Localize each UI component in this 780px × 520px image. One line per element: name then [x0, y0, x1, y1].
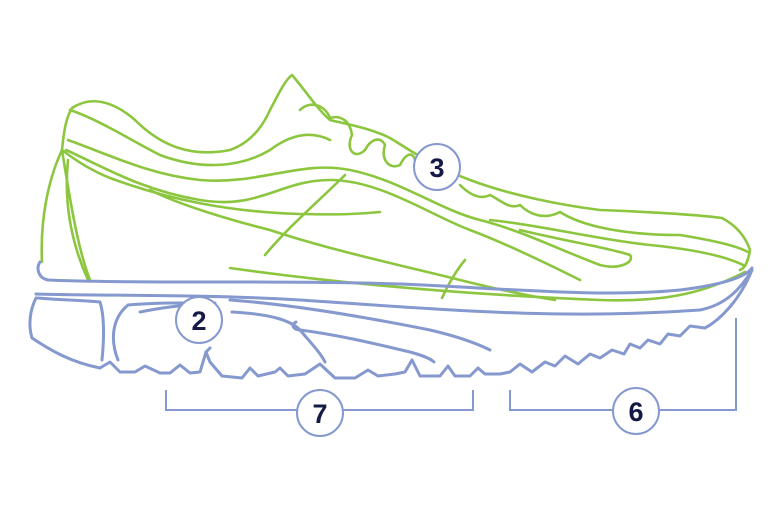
callout-2-label: 2	[191, 306, 206, 336]
midsole-top-line	[36, 260, 754, 295]
callout-7-label: 7	[312, 399, 327, 429]
callout-2: 2	[175, 296, 223, 344]
upper-outline	[40, 73, 752, 272]
callout-3-label: 3	[429, 153, 444, 183]
callout-7: 7	[296, 389, 344, 437]
bracket-6	[509, 318, 737, 411]
shoe-upper	[40, 73, 752, 302]
outsole-tread	[98, 268, 754, 380]
callout-3: 3	[413, 143, 461, 191]
callout-6: 6	[612, 387, 660, 435]
callout-6-label: 6	[628, 397, 643, 427]
shoe-sole	[28, 260, 754, 380]
bracket-7	[165, 390, 474, 411]
